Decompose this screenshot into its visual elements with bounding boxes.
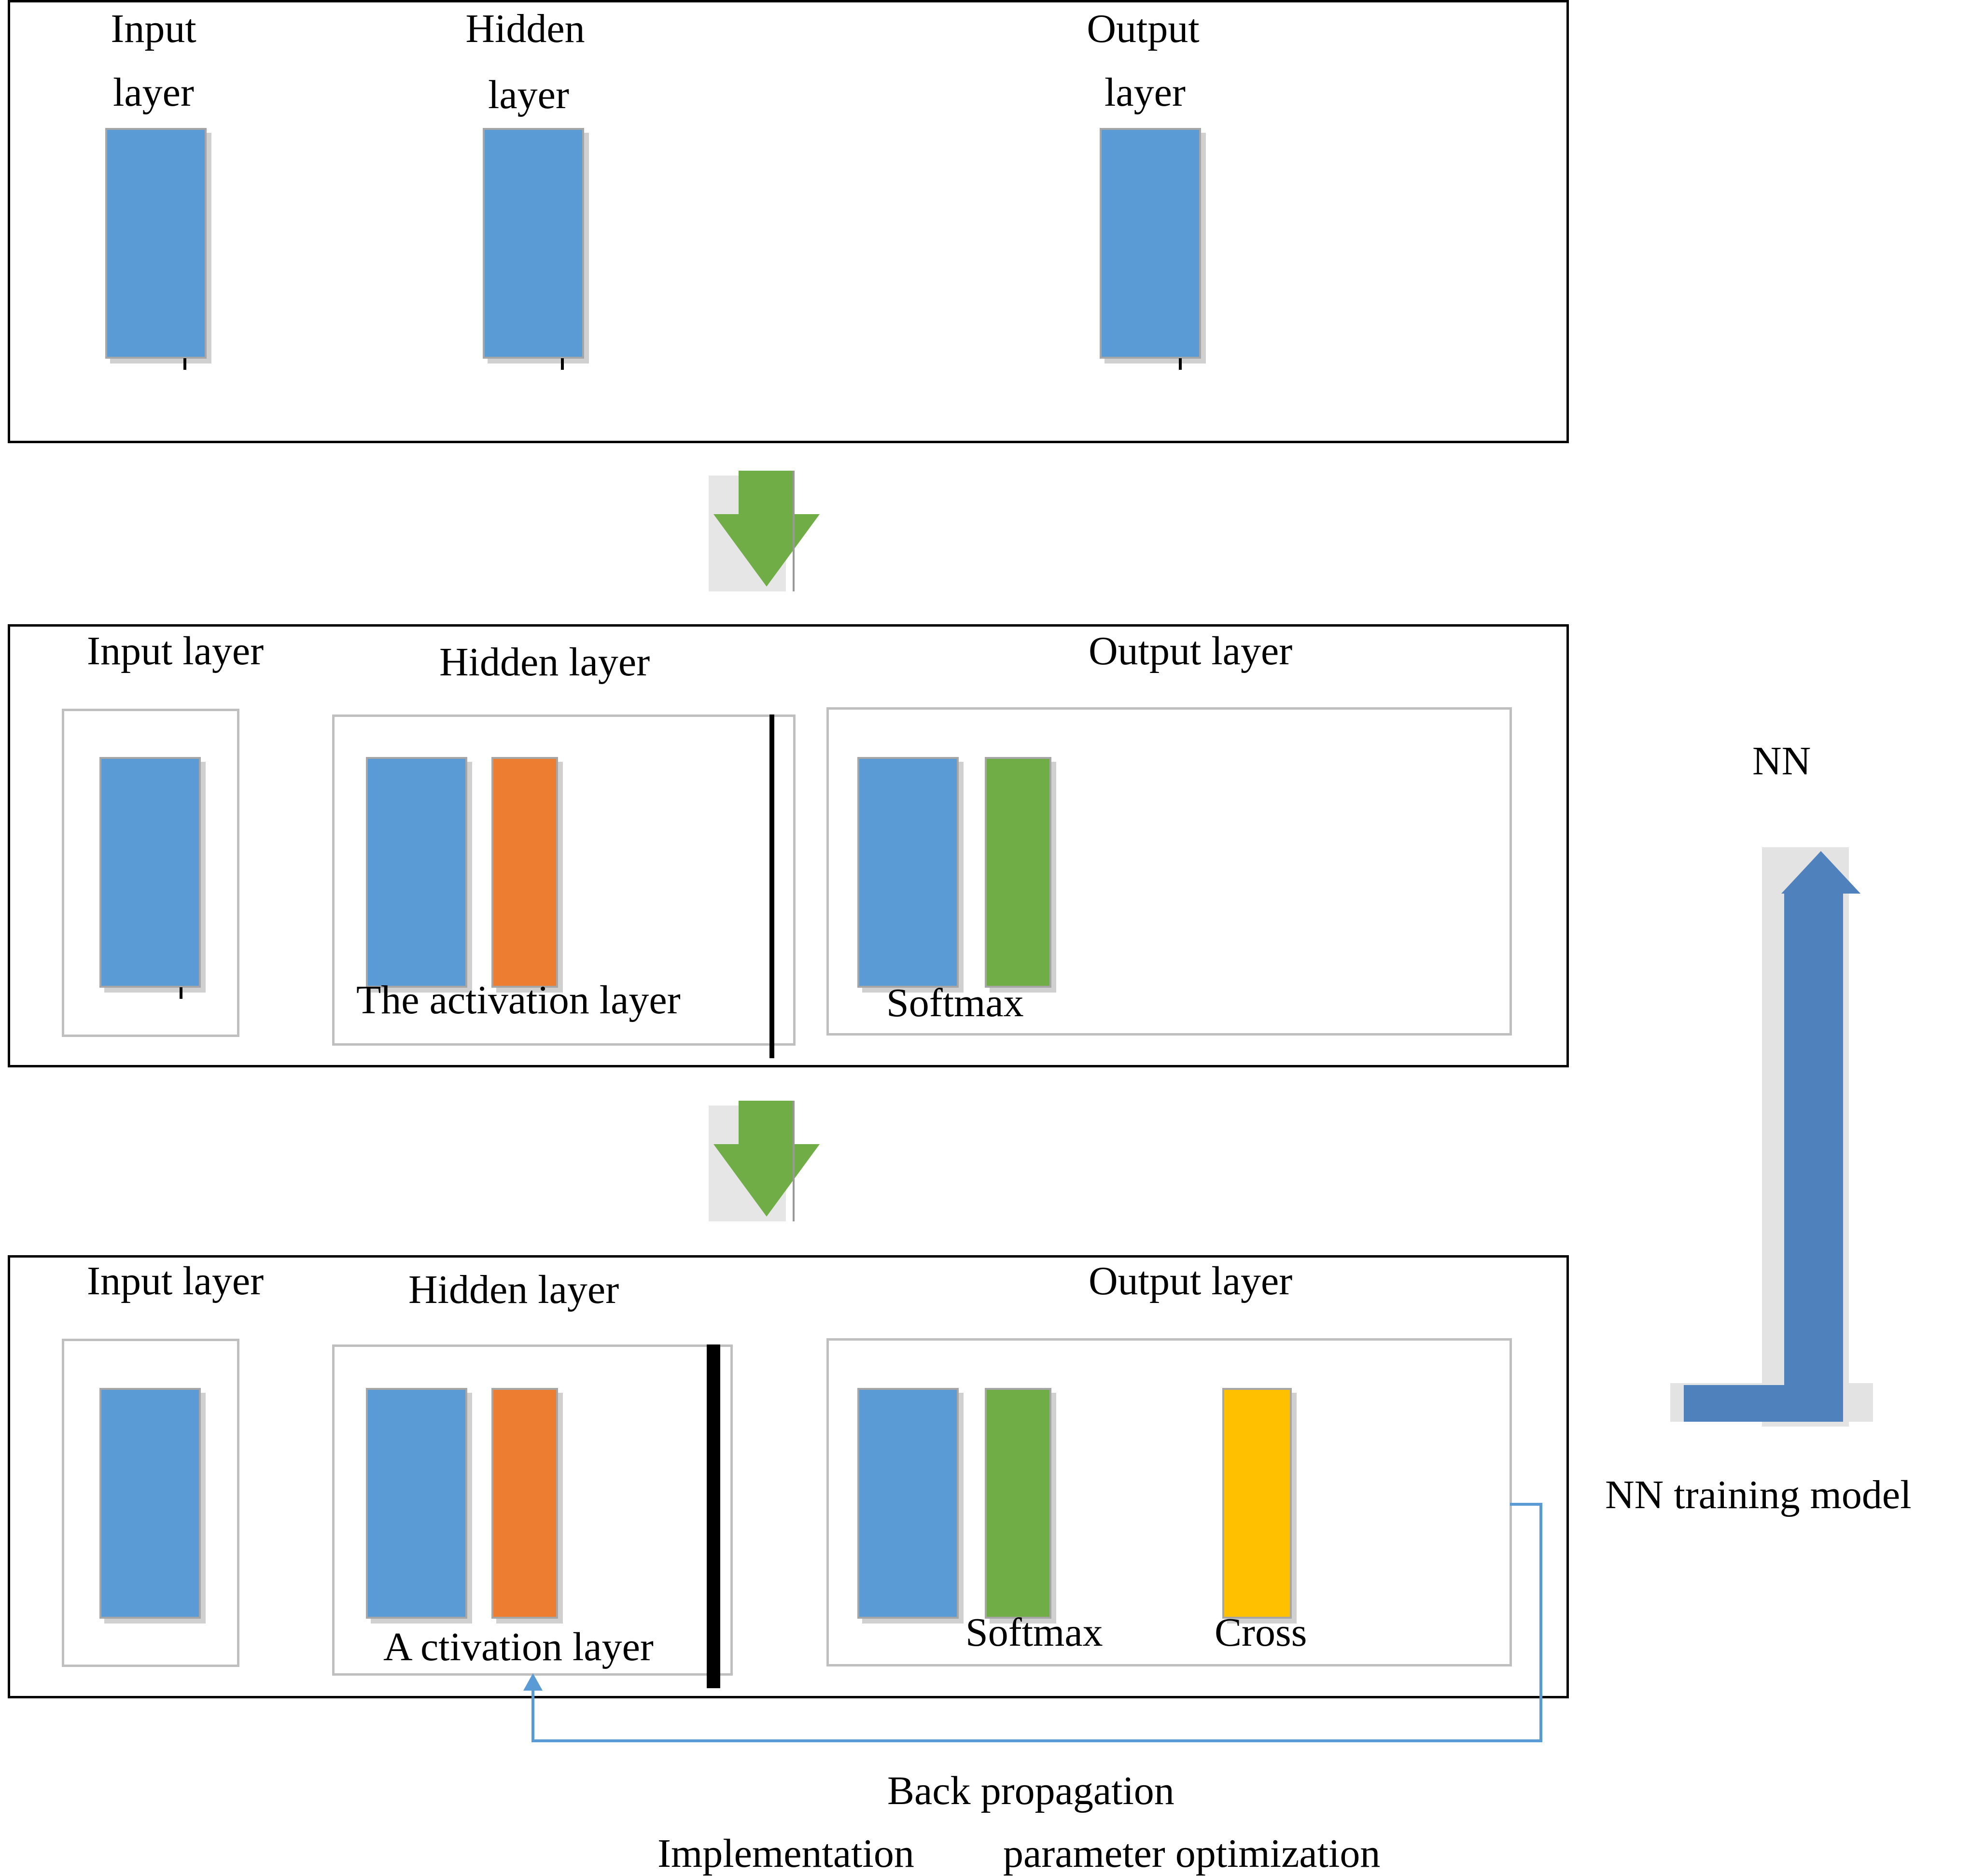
panel2-output-linear-block (857, 757, 959, 988)
panel3-hidden-title: Hidden layer (408, 1267, 619, 1312)
panel2-output-group (826, 707, 1512, 1036)
panel1-input-tick (183, 358, 186, 370)
panel2-hidden-linear-block (366, 757, 467, 988)
panel2-output-title: Output layer (1089, 629, 1293, 673)
panel2-activation-label: The activation layer (356, 978, 681, 1022)
panel2-hidden-title: Hidden layer (439, 640, 650, 685)
panel2-softmax-label: Softmax (886, 980, 1024, 1025)
panel3-input-block (99, 1388, 201, 1619)
nn-label: NN (1752, 739, 1811, 784)
panel3-hidden-linear-block (366, 1388, 467, 1619)
panel2-input-block (99, 757, 201, 988)
panel3-cross-block (1222, 1388, 1292, 1619)
panel3-output-group (826, 1338, 1512, 1666)
panel2-input-group (62, 709, 239, 1037)
panel2-hidden-group (332, 714, 796, 1046)
nn-bent-up-arrow (1670, 847, 1873, 1427)
down-arrow-2 (709, 1101, 820, 1221)
panel3-output-linear-block (857, 1388, 959, 1619)
panel3-activation-label: A ctivation layer (383, 1624, 654, 1669)
panel2-input-tick (180, 987, 182, 999)
panel-activation-network (8, 624, 1569, 1067)
panel3-softmax-block (985, 1388, 1051, 1619)
panel1-hidden-block (483, 128, 584, 359)
panel-basic-network (8, 0, 1569, 443)
panel3-input-title: Input layer (87, 1259, 264, 1303)
panel3-input-group (62, 1339, 239, 1667)
panel1-hidden-tick (561, 358, 564, 370)
panel1-hidden-title-line2: layer (488, 72, 569, 117)
panel3-divider-bar (707, 1344, 720, 1688)
panel2-divider-bar (769, 714, 774, 1058)
nn-training-model-label: NN training model (1605, 1472, 1912, 1517)
panel2-softmax-block (985, 757, 1051, 988)
panel1-output-title-line2: layer (1104, 70, 1186, 115)
panel1-input-title-line1: Input (111, 6, 196, 51)
implementation-label: Implementation (657, 1831, 914, 1876)
panel1-input-block (105, 128, 207, 359)
backprop-label: Back propagation (887, 1768, 1174, 1813)
panel1-output-block (1100, 128, 1201, 359)
panel2-activation-block (491, 757, 558, 988)
parameter-optimization-label: parameter optimization (1003, 1831, 1381, 1876)
panel3-activation-block (491, 1388, 558, 1619)
panel1-output-title-line1: Output (1087, 6, 1200, 51)
panel3-output-title: Output layer (1089, 1259, 1293, 1303)
panel3-cross-label: Cross (1215, 1610, 1307, 1655)
panel2-input-title: Input layer (87, 629, 264, 673)
panel1-output-tick (1179, 358, 1182, 370)
panel1-input-title-line2: layer (113, 70, 194, 115)
down-arrow-1 (709, 471, 820, 591)
panel1-hidden-title-line1: Hidden (465, 6, 585, 51)
panel3-softmax-label: Softmax (965, 1610, 1103, 1655)
panel-training-network (8, 1255, 1569, 1698)
